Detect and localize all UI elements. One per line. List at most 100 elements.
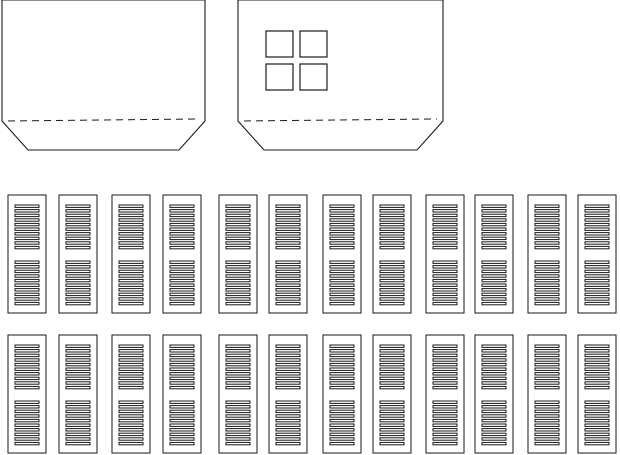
- shutter-slat: [65, 301, 91, 306]
- shutter-slat: [584, 437, 610, 441]
- shutter-slat: [118, 278, 144, 283]
- shutter-slat: [225, 213, 251, 218]
- shutter-slat: [118, 409, 144, 414]
- shutter-slat: [225, 301, 251, 306]
- shutter: [162, 194, 202, 314]
- shutter: [372, 194, 412, 314]
- shutter-slat: [275, 376, 301, 381]
- shutter-slat: [169, 400, 195, 404]
- shutter-slat: [584, 367, 610, 371]
- shutter-slat: [329, 204, 355, 208]
- shutter-slat: [432, 283, 458, 287]
- shutter-slat: [275, 288, 301, 292]
- shutter-slat: [584, 385, 610, 390]
- shutter-slat: [379, 265, 405, 269]
- shutter-slat: [169, 349, 195, 353]
- shutter-slat: [14, 385, 40, 390]
- shutter-slat: [118, 349, 144, 353]
- shutter-slat: [379, 409, 405, 414]
- shutter-slat: [118, 441, 144, 446]
- shutter-slat: [329, 232, 355, 236]
- shutter-slat: [379, 260, 405, 264]
- shutter-slat: [169, 432, 195, 437]
- shutter-slat: [169, 204, 195, 208]
- shutter-slat: [65, 269, 91, 274]
- shutter-slat: [275, 204, 301, 208]
- shutter-slat: [118, 236, 144, 241]
- shutter-slat: [118, 428, 144, 432]
- shutter-slat: [534, 358, 560, 362]
- shutter-slat: [534, 432, 560, 437]
- shutter-slat: [329, 400, 355, 404]
- shutter-slat: [169, 381, 195, 385]
- shutter-slat: [225, 376, 251, 381]
- shutter-slat: [169, 209, 195, 213]
- shutter-slat: [432, 349, 458, 353]
- shutter: [474, 194, 514, 314]
- shutter-slat: [432, 441, 458, 446]
- shutter-slat: [329, 283, 355, 287]
- shutter-slat: [379, 209, 405, 213]
- shutter-slat: [379, 274, 405, 278]
- shutter-slat: [275, 274, 301, 278]
- shutter-slat: [534, 367, 560, 371]
- shutter-slat: [584, 405, 610, 409]
- shutter-slat: [169, 283, 195, 287]
- shutter: [111, 194, 151, 314]
- shutter-slat: [432, 418, 458, 423]
- shutter-slat: [481, 432, 507, 437]
- shutter: [322, 334, 362, 454]
- shutter-slat: [65, 353, 91, 358]
- shutter-slat: [481, 232, 507, 236]
- shutter-slat: [275, 209, 301, 213]
- shutter-slat: [329, 405, 355, 409]
- shutter-slat: [584, 283, 610, 287]
- shutter-slat: [65, 213, 91, 218]
- shutter-slat: [329, 260, 355, 264]
- shutter-slat: [329, 222, 355, 227]
- shutter-slat: [169, 278, 195, 283]
- shutter-slat: [14, 349, 40, 353]
- shutter-slat: [14, 278, 40, 283]
- shutter-slat: [432, 414, 458, 418]
- shutter: [322, 194, 362, 314]
- shutter: [577, 334, 617, 454]
- shutter-slat: [481, 428, 507, 432]
- shutter-slat: [534, 381, 560, 385]
- fold-line: [7, 118, 200, 122]
- shutter-slat: [169, 344, 195, 348]
- shutter-slat: [584, 372, 610, 376]
- shutter-slat: [65, 204, 91, 208]
- shutter-slat: [225, 209, 251, 213]
- shutter-slat: [379, 269, 405, 274]
- shutter: [7, 194, 47, 314]
- shutter-slat: [225, 278, 251, 283]
- house-panel-window: [237, 0, 444, 151]
- shutter-slat: [275, 283, 301, 287]
- shutter-slat: [584, 265, 610, 269]
- shutter-slat: [118, 376, 144, 381]
- shutter-slat: [584, 292, 610, 297]
- shutter-slat: [584, 376, 610, 381]
- shutter-slat: [584, 213, 610, 218]
- shutter-slat: [118, 381, 144, 385]
- shutter: [162, 334, 202, 454]
- shutter-slat: [118, 222, 144, 227]
- shutter-slat: [432, 423, 458, 427]
- shutter-slat: [432, 227, 458, 231]
- shutter-slat: [379, 222, 405, 227]
- shutter: [527, 194, 567, 314]
- shutter-slat: [169, 265, 195, 269]
- shutter-slat: [379, 292, 405, 297]
- shutter-slat: [118, 301, 144, 306]
- shutter-slat: [481, 372, 507, 376]
- shutter-slat: [432, 428, 458, 432]
- shutter-slat: [329, 414, 355, 418]
- shutter-slat: [65, 349, 91, 353]
- shutter-slat: [534, 241, 560, 245]
- shutter-slat: [65, 437, 91, 441]
- shutter-slat: [432, 301, 458, 306]
- shutter-slat: [329, 358, 355, 362]
- shutter-slat: [432, 437, 458, 441]
- shutter-slat: [65, 222, 91, 227]
